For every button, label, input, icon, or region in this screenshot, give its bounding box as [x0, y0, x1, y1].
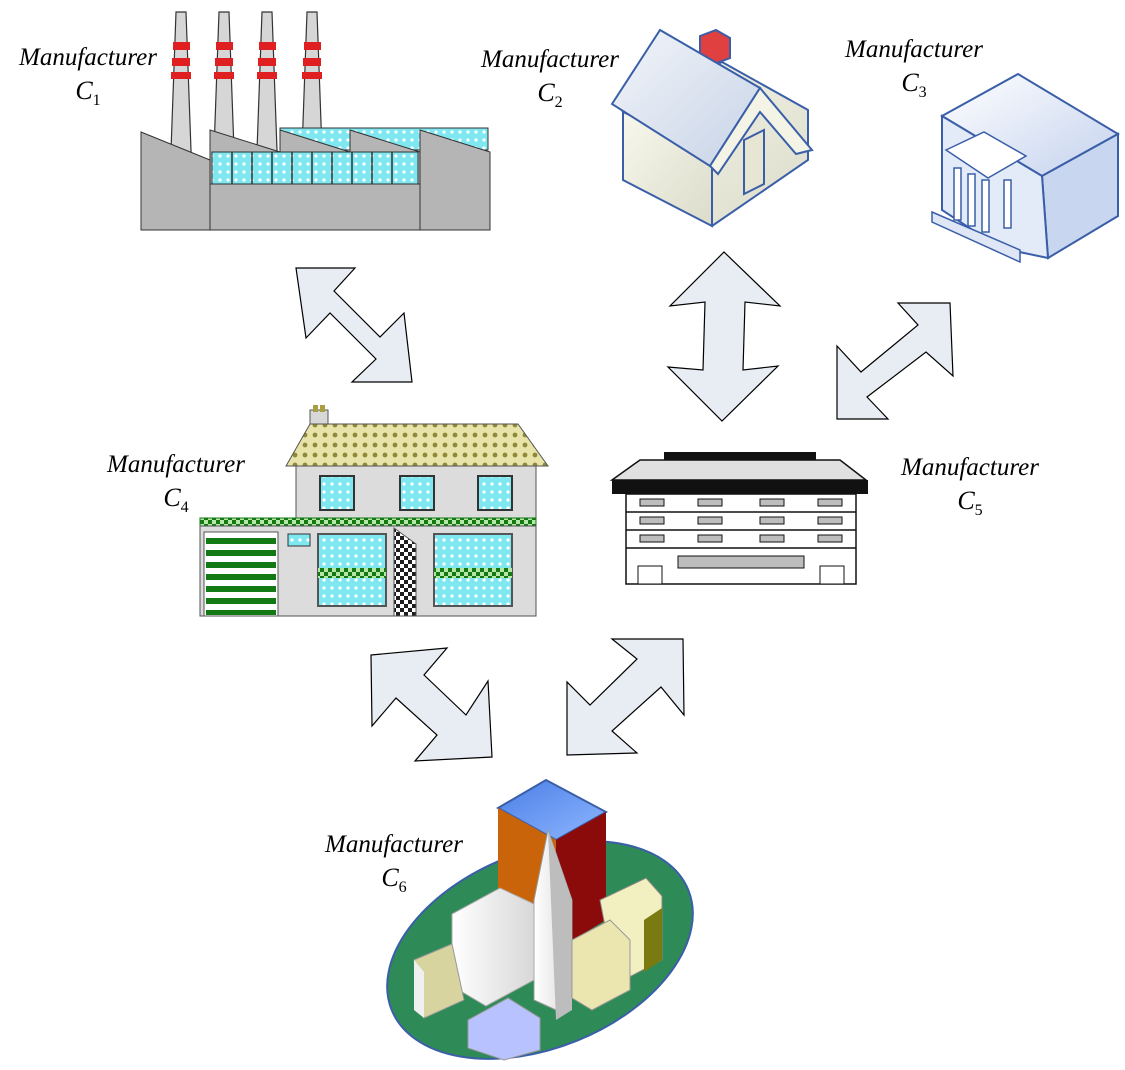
arrow-c5-c6 — [566, 638, 685, 756]
manufacturer-name: Manufacturer — [845, 36, 983, 63]
manufacturer-label-c3: Manufacturer C3 — [834, 34, 994, 110]
manufacturer-label-c4: Manufacturer C4 — [96, 449, 256, 525]
office-building-icon — [609, 452, 869, 585]
church-town-icon — [386, 778, 694, 1061]
manufacturer-code: C3 — [901, 68, 927, 101]
manufacturer-name: Manufacturer — [325, 831, 463, 858]
manufacturer-code: C2 — [537, 78, 563, 111]
manufacturer-code: C1 — [75, 76, 101, 109]
manufacturer-name: Manufacturer — [901, 454, 1039, 481]
arrow-c4-c6 — [370, 647, 493, 762]
arrow-c3-c5 — [836, 302, 954, 420]
manufacturer-label-c2: Manufacturer C2 — [470, 44, 630, 120]
factory-icon — [140, 11, 491, 231]
manufacturer-name: Manufacturer — [107, 451, 245, 478]
manufacturer-label-c5: Manufacturer C5 — [890, 452, 1050, 528]
two-storey-house-icon — [199, 405, 549, 617]
manufacturer-label-c1: Manufacturer C1 — [8, 42, 168, 118]
arrow-c1-c4 — [295, 267, 413, 383]
arrow-c2-c5 — [666, 251, 782, 422]
manufacturer-name: Manufacturer — [481, 46, 619, 73]
manufacturer-code: C6 — [381, 863, 407, 896]
manufacturer-name: Manufacturer — [19, 44, 157, 71]
house-icon — [610, 28, 814, 228]
manufacturer-code: C4 — [163, 483, 189, 516]
manufacturer-code: C5 — [957, 486, 983, 519]
manufacturer-label-c6: Manufacturer C6 — [314, 829, 474, 905]
bank-building-icon — [931, 72, 1121, 264]
